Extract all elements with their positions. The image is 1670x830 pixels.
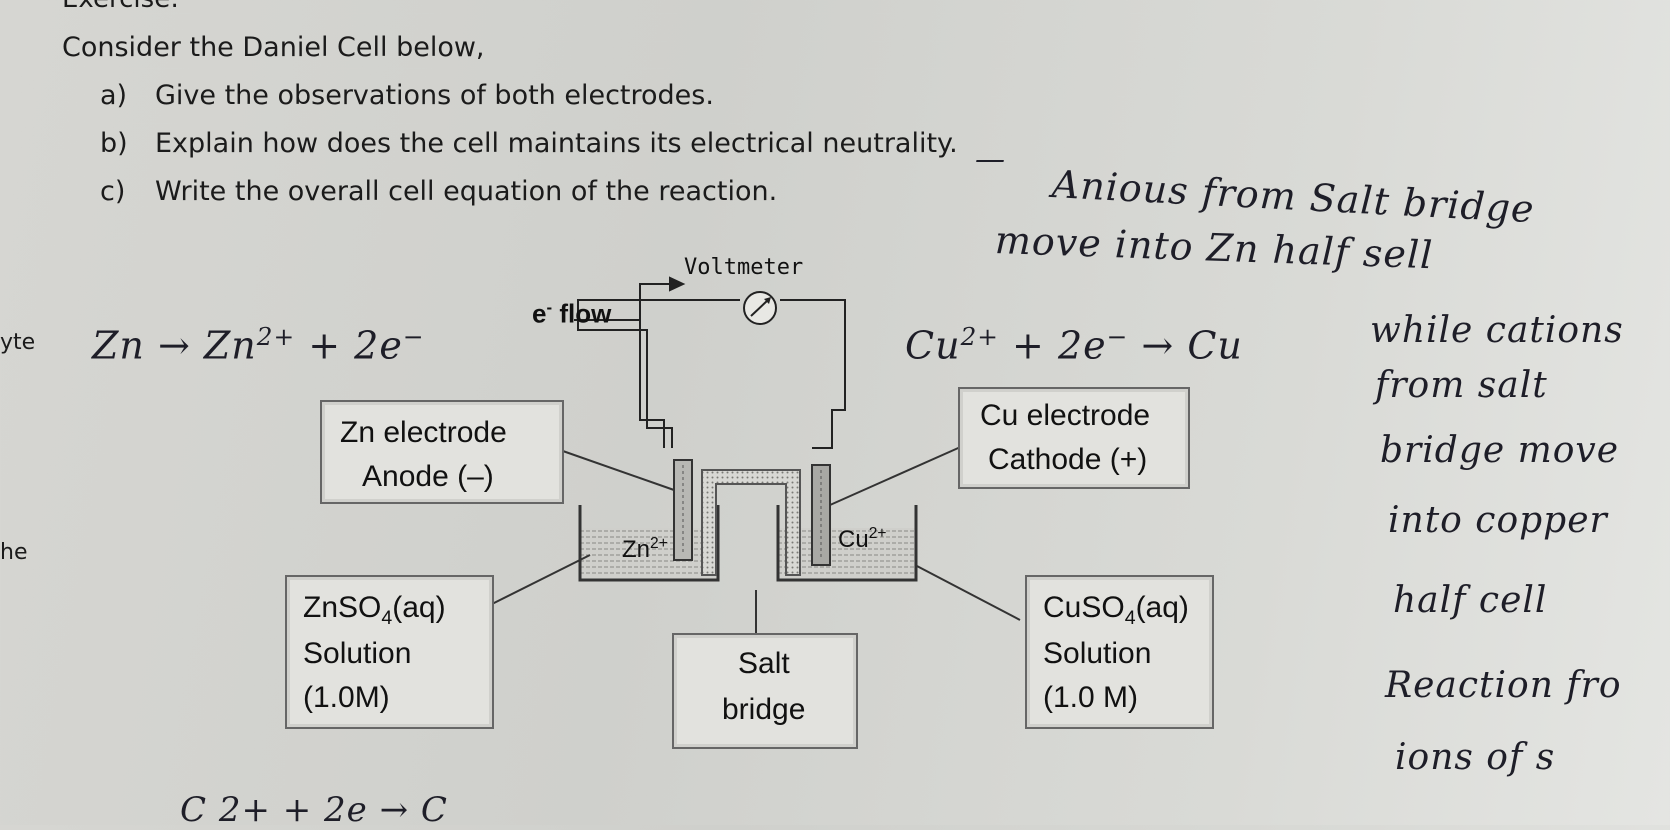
- zn-solution-label: Solution: [303, 637, 412, 670]
- handwritten-dash: —: [975, 142, 1006, 177]
- cu-electrode-rod: [811, 464, 831, 566]
- margin-fragment-1: yte: [0, 330, 36, 355]
- handwritten-cu-half-equation: Cu2+ + 2e− → Cu: [905, 322, 1243, 368]
- handwritten-right-line-4: into copper: [1388, 500, 1608, 541]
- question-b-letter: b): [100, 128, 128, 159]
- exercise-heading-fragment: Exercise:: [62, 0, 179, 14]
- intro-text: Consider the Daniel Cell below,: [62, 32, 485, 63]
- handwritten-zn-half-equation: Zn → Zn2+ + 2e−: [92, 322, 425, 368]
- salt-bridge-label-box: Salt bridge: [672, 633, 858, 749]
- cuso4-formula: CuSO4(aq): [1043, 591, 1189, 629]
- handwritten-right-line-6: Reaction fro: [1385, 665, 1622, 706]
- zn-beaker: [578, 505, 720, 582]
- zn-electrode-rod: [673, 459, 693, 561]
- zn-electrode-label-box: Zn electrode Anode (–): [320, 400, 564, 504]
- handwritten-right-line-2: from salt: [1375, 365, 1548, 406]
- voltmeter-label: Voltmeter: [684, 255, 804, 280]
- cuso4-solution-box: CuSO4(aq) Solution (1.0 M): [1025, 575, 1214, 729]
- question-c-letter: c): [100, 176, 126, 207]
- anode-label: Anode (–): [362, 460, 494, 493]
- bridge-label: bridge: [722, 693, 806, 726]
- handwritten-right-line-3: bridge move: [1380, 430, 1620, 471]
- electron-flow-arrow: [639, 276, 686, 320]
- external-circuit-wire: [574, 299, 846, 449]
- cathode-label: Cathode (+): [988, 443, 1148, 476]
- zn-ion-label: Zn2+: [622, 535, 668, 563]
- electron-flow-label: e- flow: [532, 298, 612, 329]
- znso4-solution-box: ZnSO4(aq) Solution (1.0M): [285, 575, 494, 729]
- handwritten-right-line-1: while cations: [1370, 310, 1624, 351]
- question-b-text: Explain how does the cell maintains its …: [155, 128, 958, 159]
- cu-concentration: (1.0 M): [1043, 681, 1139, 714]
- question-c-text: Write the overall cell equation of the r…: [155, 176, 778, 207]
- margin-fragment-2: he: [0, 540, 28, 565]
- znso4-formula: ZnSO4(aq): [303, 591, 446, 629]
- cu-electrode-label-box: Cu electrode Cathode (+): [958, 387, 1190, 489]
- label-pointer-lines: [489, 444, 1021, 635]
- salt-bridge-tube: [701, 469, 801, 576]
- zn-concentration: (1.0M): [303, 681, 390, 714]
- handwritten-right-line-5: half cell: [1393, 580, 1548, 621]
- handwritten-bottom-partial-equation: C 2+ + 2e → C: [180, 790, 448, 830]
- salt-label: Salt: [738, 647, 790, 680]
- cu-electrode-label: Cu electrode: [980, 399, 1151, 432]
- zn-electrode-label: Zn electrode: [340, 416, 507, 449]
- cu-solution-label: Solution: [1043, 637, 1152, 670]
- question-a-text: Give the observations of both electrodes…: [155, 80, 714, 111]
- question-a-letter: a): [100, 80, 128, 111]
- cu-ion-label: Cu2+: [838, 525, 887, 553]
- handwritten-right-line-7: ions of s: [1395, 737, 1556, 778]
- voltmeter-gauge: [743, 291, 777, 325]
